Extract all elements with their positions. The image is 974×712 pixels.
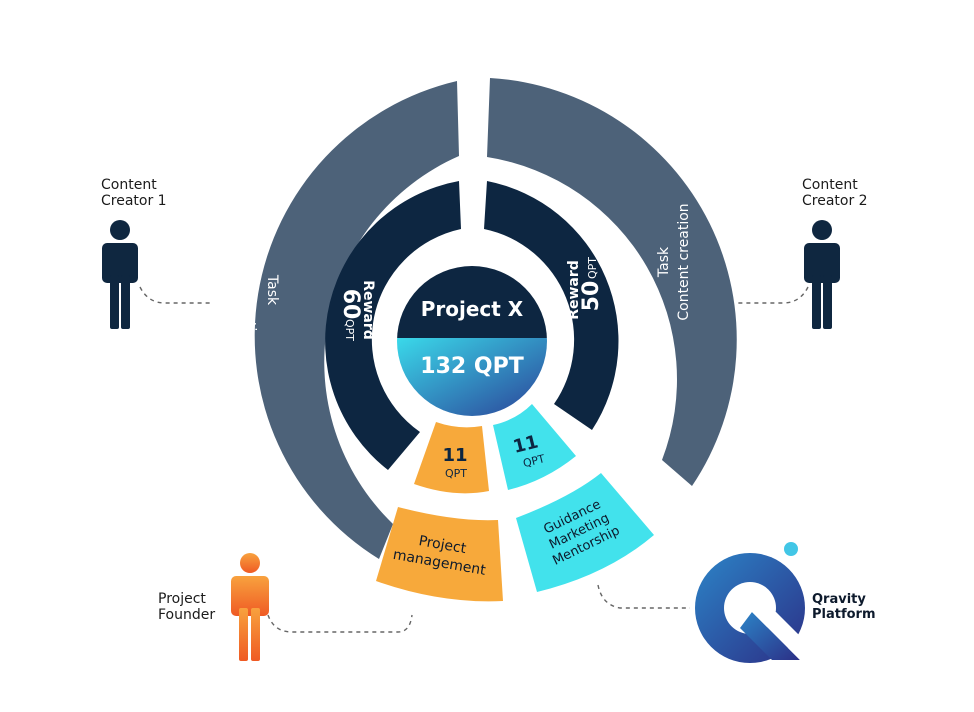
inner-left-reward-label: Reward bbox=[360, 280, 376, 340]
content-creator-1-line-1: Content bbox=[101, 177, 157, 193]
qravity-platform-line-1: Qravity bbox=[812, 592, 866, 607]
project-title: Project X bbox=[421, 297, 524, 321]
creator1-connector bbox=[139, 286, 210, 304]
inner-right-reward-unit: QPT bbox=[586, 257, 599, 279]
small-right-amount: 11 QPT bbox=[511, 431, 547, 470]
inner-right-reward: Reward 50 QPT bbox=[566, 257, 604, 320]
outer-left-task-label: Task bbox=[264, 274, 280, 306]
content-creator-2-line-2: Creator 2 bbox=[802, 193, 868, 209]
outer-right-task-label: Task bbox=[656, 246, 672, 278]
small-left-amount: 11 QPT bbox=[442, 445, 467, 480]
small-wedge-cyan bbox=[493, 404, 576, 490]
content-creator-2-person-icon bbox=[804, 220, 840, 329]
project-total: 132 QPT bbox=[420, 354, 523, 379]
inner-right-reward-value: 50 bbox=[579, 281, 604, 312]
outer-ring-right-segment bbox=[487, 78, 737, 486]
project-founder-person-icon bbox=[231, 553, 269, 661]
outer-right-task: Task Content creation bbox=[656, 203, 692, 320]
creator2-connector bbox=[738, 286, 809, 304]
inner-ring-left-segment bbox=[325, 181, 461, 470]
small-wedge-orange bbox=[414, 422, 489, 494]
outer-ring-left-segment bbox=[254, 81, 459, 559]
small-right-unit: QPT bbox=[522, 452, 547, 470]
founder-connector bbox=[267, 614, 413, 633]
inner-right-reward-label: Reward bbox=[566, 260, 582, 320]
guidance-text: Guidance Marketing Mentorship bbox=[541, 497, 622, 569]
project-management-box bbox=[376, 507, 503, 602]
qravity-platform-line-2: Platform bbox=[812, 607, 876, 622]
guidance-box bbox=[516, 473, 654, 592]
outer-left-task-name: Content creation bbox=[242, 231, 258, 348]
outer-right-task-name: Content creation bbox=[676, 203, 692, 320]
inner-ring-right-segment bbox=[484, 181, 619, 430]
content-creator-1-line-2: Creator 1 bbox=[101, 193, 167, 209]
qravity-platform-label: Qravity Platform bbox=[812, 592, 876, 622]
connector-lines bbox=[139, 286, 809, 633]
inner-left-reward-value: 60 bbox=[338, 289, 363, 320]
qravity-logo-icon bbox=[695, 542, 805, 663]
project-founder-line-2: Founder bbox=[158, 607, 216, 623]
inner-left-reward: Reward 60 QPT bbox=[338, 280, 376, 341]
project-founder-line-1: Project bbox=[158, 591, 206, 607]
small-left-value: 11 bbox=[442, 445, 467, 466]
content-creator-2-line-1: Content bbox=[802, 177, 858, 193]
small-left-unit: QPT bbox=[445, 467, 467, 480]
content-creator-1-person-icon bbox=[102, 220, 138, 329]
outer-left-task: Task Content creation bbox=[242, 231, 280, 348]
platform-connector bbox=[597, 584, 690, 609]
project-founder-label: Project Founder bbox=[158, 591, 215, 623]
project-center: Project X 132 QPT bbox=[394, 263, 550, 419]
content-creator-1-label: Content Creator 1 bbox=[101, 177, 167, 209]
content-creator-2-label: Content Creator 2 bbox=[802, 177, 868, 209]
inner-left-reward-unit: QPT bbox=[343, 319, 356, 341]
